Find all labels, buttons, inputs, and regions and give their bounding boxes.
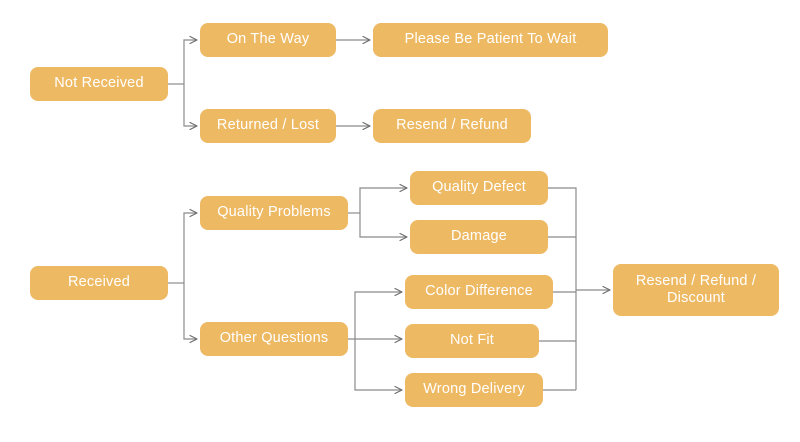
node-other-questions[interactable]: Other Questions <box>200 322 348 356</box>
node-not-received[interactable]: Not Received <box>30 67 168 101</box>
edge-not-received-on-the-way <box>183 35 198 84</box>
node-damage[interactable]: Damage <box>410 220 548 254</box>
node-quality-problems[interactable]: Quality Problems <box>200 196 348 230</box>
edge-other-questions-color-difference <box>354 287 403 339</box>
node-received[interactable]: Received <box>30 266 168 300</box>
edge-quality-problems-damage <box>359 213 408 242</box>
node-on-the-way[interactable]: On The Way <box>200 23 336 57</box>
edge-not-received-returned-lost <box>183 84 198 131</box>
node-quality-defect[interactable]: Quality Defect <box>410 171 548 205</box>
node-resend-refund-discount[interactable]: Resend / Refund / Discount <box>613 264 779 316</box>
edge-other-questions-wrong-delivery <box>354 339 403 395</box>
node-please-be-patient[interactable]: Please Be Patient To Wait <box>373 23 608 57</box>
edge-quality-problems-quality-defect <box>359 183 408 213</box>
edge-received-other-questions <box>183 283 198 344</box>
node-returned-lost[interactable]: Returned / Lost <box>200 109 336 143</box>
node-resend-refund[interactable]: Resend / Refund <box>373 109 531 143</box>
node-wrong-delivery[interactable]: Wrong Delivery <box>405 373 543 407</box>
edge-received-quality-problems <box>183 208 198 283</box>
node-color-difference[interactable]: Color Difference <box>405 275 553 309</box>
node-not-fit[interactable]: Not Fit <box>405 324 539 358</box>
